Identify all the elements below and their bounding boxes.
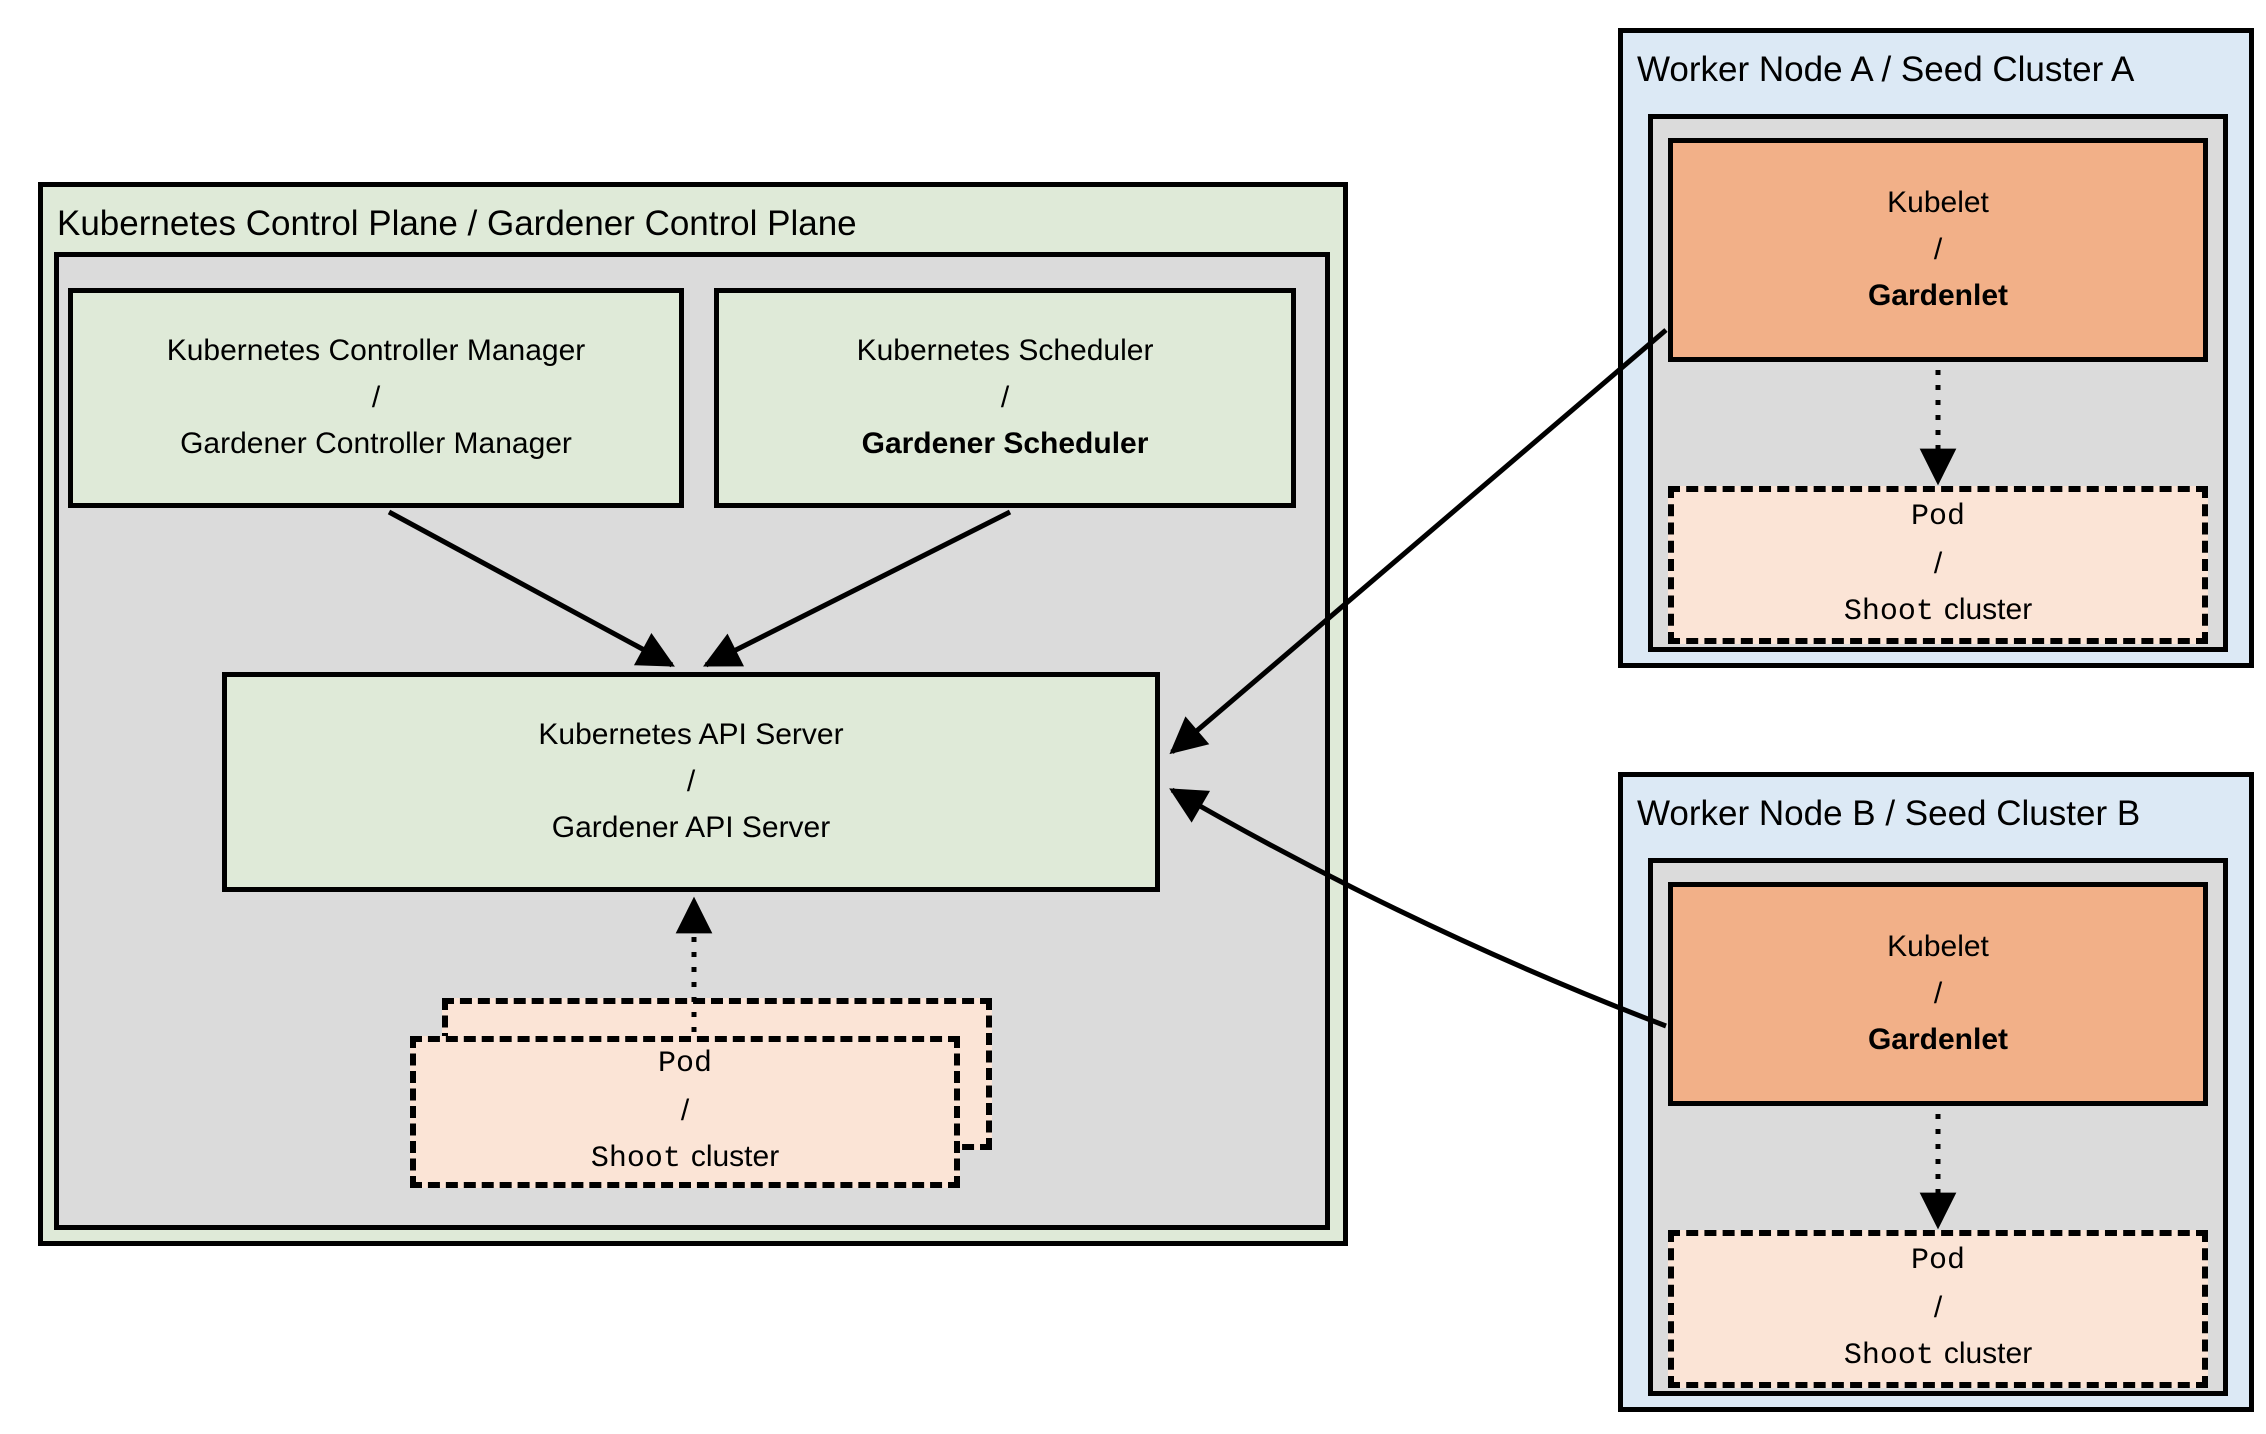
worker-a-pod-separator: / [1933,546,1943,580]
worker-b-pod-line2: Shoot cluster [1844,1331,2032,1380]
worker-a-pod-line2: Shoot cluster [1844,587,2032,636]
worker-b-pod-box: Pod / Shoot cluster [1668,1230,2208,1388]
worker-b-pod-label: Pod / Shoot cluster [1674,1236,2202,1382]
scheduler-label: Kubernetes Scheduler / Gardener Schedule… [719,293,1291,503]
worker-a-pod-box: Pod / Shoot cluster [1668,486,2208,644]
worker-b-kubelet-line1: Kubelet [1887,930,1989,964]
worker-a-pod-label: Pod / Shoot cluster [1674,492,2202,638]
worker-node-a-inner-area: Kubelet / Gardenlet Pod / Shoot cluster [1648,114,2228,652]
worker-b-kubelet-separator: / [1933,976,1943,1010]
worker-b-pod-separator: / [1933,1290,1943,1324]
controller-manager-label: Kubernetes Controller Manager / Gardener… [73,293,679,503]
control-plane-title: Kubernetes Control Plane / Gardener Cont… [57,204,857,243]
worker-node-a-box: Worker Node A / Seed Cluster A Kubelet /… [1618,28,2254,668]
control-plane-box: Kubernetes Control Plane / Gardener Cont… [38,182,1348,1246]
control-plane-pod-line2: Shoot cluster [591,1134,779,1183]
api-server-box: Kubernetes API Server / Gardener API Ser… [222,672,1160,892]
scheduler-separator: / [1000,380,1010,414]
scheduler-box: Kubernetes Scheduler / Gardener Schedule… [714,288,1296,508]
api-server-line2: Gardener API Server [551,811,831,845]
controller-manager-separator: / [371,380,381,414]
worker-b-pod-line2-mono: Shoot [1843,1339,1934,1374]
worker-node-a-title: Worker Node A / Seed Cluster A [1637,50,2135,89]
worker-a-pod-line2-mono: Shoot [1843,595,1934,630]
worker-b-pod-line2-sans: cluster [1943,1337,2033,1371]
controller-manager-line1: Kubernetes Controller Manager [166,334,586,368]
worker-b-kubelet-line2: Gardenlet [1867,1023,2009,1057]
api-server-line1: Kubernetes API Server [538,718,844,752]
worker-a-kubelet-line1: Kubelet [1887,186,1989,220]
worker-b-kubelet-label: Kubelet / Gardenlet [1673,887,2203,1101]
worker-a-pod-line2-sans: cluster [1943,593,2033,627]
worker-a-pod-line1: Pod [1910,500,1965,535]
api-server-label: Kubernetes API Server / Gardener API Ser… [227,677,1155,887]
worker-node-b-inner-area: Kubelet / Gardenlet Pod / Shoot cluster [1648,858,2228,1396]
control-plane-pod-label: Pod / Shoot cluster [416,1042,954,1182]
worker-b-kubelet-box: Kubelet / Gardenlet [1668,882,2208,1106]
control-plane-pod-separator: / [680,1093,690,1127]
api-server-separator: / [686,764,696,798]
worker-a-kubelet-separator: / [1933,232,1943,266]
control-plane-pod-box: Pod / Shoot cluster [410,1036,960,1188]
control-plane-pod-line1: Pod [657,1047,712,1082]
scheduler-line1: Kubernetes Scheduler [856,334,1154,368]
worker-node-b-title: Worker Node B / Seed Cluster B [1637,794,2141,833]
controller-manager-box: Kubernetes Controller Manager / Gardener… [68,288,684,508]
scheduler-line2: Gardener Scheduler [861,427,1149,461]
worker-a-kubelet-line2: Gardenlet [1867,279,2009,313]
control-plane-inner-area: Kubernetes Controller Manager / Gardener… [54,252,1330,1230]
controller-manager-line2: Gardener Controller Manager [180,427,572,461]
worker-node-b-box: Worker Node B / Seed Cluster B Kubelet /… [1618,772,2254,1412]
control-plane-pod-line2-mono: Shoot [590,1142,681,1177]
worker-a-kubelet-label: Kubelet / Gardenlet [1673,143,2203,357]
worker-b-pod-line1: Pod [1910,1244,1965,1279]
control-plane-pod-line2-sans: cluster [690,1140,780,1174]
worker-a-kubelet-box: Kubelet / Gardenlet [1668,138,2208,362]
